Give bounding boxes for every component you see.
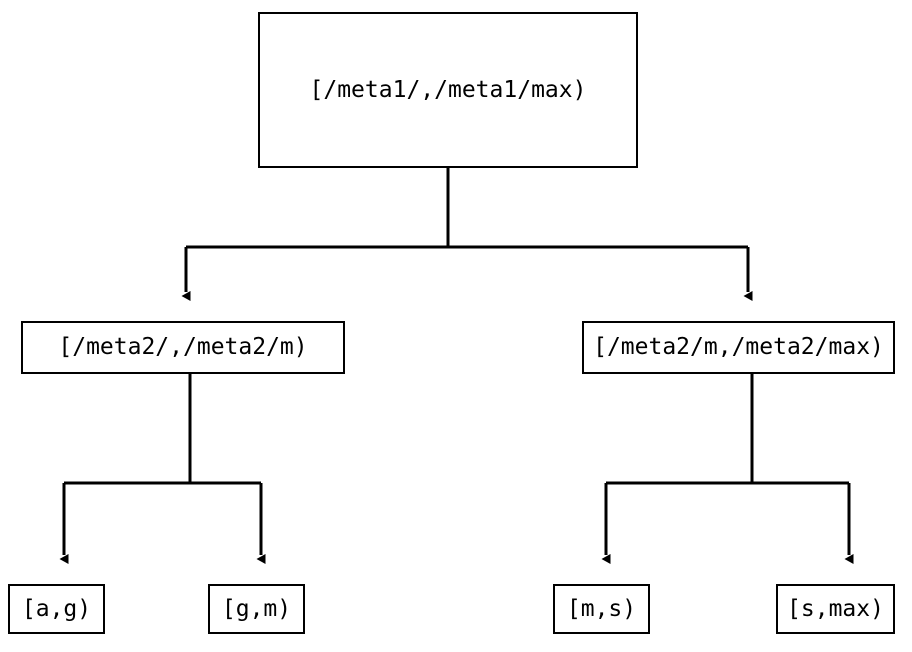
edge-root-to-mid-left bbox=[181, 168, 450, 301]
edge-mid-left-to-leaf-1 bbox=[59, 374, 192, 564]
node-leaf-g-m-label: [g,m) bbox=[221, 595, 292, 622]
node-mid-left[interactable]: [/meta2/,/meta2/m) bbox=[21, 321, 345, 374]
node-leaf-s-max[interactable]: [s,max) bbox=[776, 584, 895, 634]
edge-mid-right-to-leaf-3 bbox=[601, 374, 754, 564]
edge-root-to-mid-right bbox=[448, 245, 753, 301]
node-leaf-s-max-label: [s,max) bbox=[787, 595, 884, 622]
node-leaf-a-g[interactable]: [a,g) bbox=[8, 584, 105, 634]
node-root[interactable]: [/meta1/,/meta1/max) bbox=[258, 12, 638, 168]
edge-mid-right-to-leaf-4 bbox=[752, 481, 854, 564]
node-leaf-m-s-label: [m,s) bbox=[566, 595, 637, 622]
node-leaf-m-s[interactable]: [m,s) bbox=[553, 584, 650, 634]
node-mid-right[interactable]: [/meta2/m,/meta2/max) bbox=[582, 321, 895, 374]
node-root-label: [/meta1/,/meta1/max) bbox=[309, 76, 587, 103]
node-mid-left-label: [/meta2/,/meta2/m) bbox=[58, 334, 308, 360]
node-leaf-g-m[interactable]: [g,m) bbox=[208, 584, 305, 634]
node-leaf-a-g-label: [a,g) bbox=[21, 595, 92, 622]
edge-mid-left-to-leaf-2 bbox=[190, 481, 266, 564]
node-mid-right-label: [/meta2/m,/meta2/max) bbox=[593, 334, 884, 360]
